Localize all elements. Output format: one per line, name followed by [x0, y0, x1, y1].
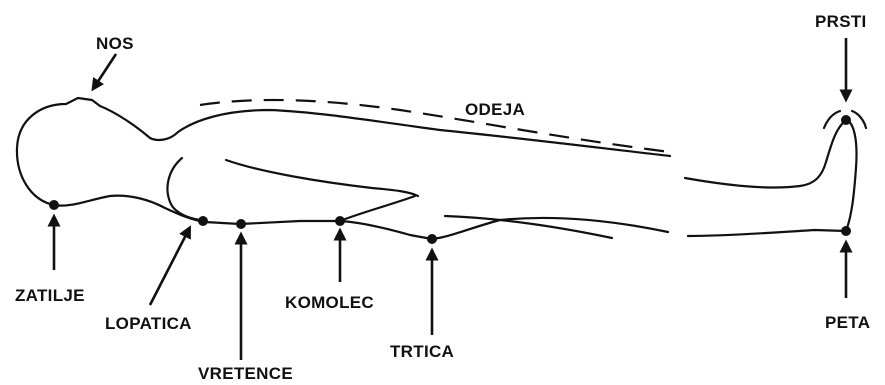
- label-zatilje: ZATILJE: [15, 286, 85, 306]
- point-prsti: [841, 115, 851, 125]
- label-odeja: ODEJA: [465, 100, 525, 120]
- arm-line: [226, 160, 418, 196]
- point-vretence: [236, 219, 246, 229]
- label-trtica: TRTICA: [390, 342, 454, 362]
- point-lopatica: [198, 216, 208, 226]
- arrow-lopatica: [150, 231, 188, 305]
- label-peta: PETA: [825, 313, 870, 333]
- point-peta: [841, 226, 851, 236]
- arrow-nos: [95, 54, 116, 86]
- label-lopatica: LOPATICA: [105, 314, 192, 334]
- point-komolec: [335, 216, 345, 226]
- head-outline: [17, 98, 670, 205]
- point-trtica: [427, 234, 437, 244]
- blanket-line: [200, 100, 670, 152]
- leg-upper-line: [685, 120, 846, 188]
- label-nos: NOS: [96, 34, 134, 54]
- toe-arc-left: [824, 111, 840, 128]
- label-prsti: PRSTI: [815, 12, 867, 32]
- point-zatilje: [49, 200, 59, 210]
- foot-line: [846, 120, 857, 231]
- label-komolec: KOMOLEC: [285, 293, 374, 313]
- forearm-line: [340, 196, 415, 221]
- label-vretence: VRETENCE: [198, 364, 293, 384]
- leg-lower-line: [688, 230, 846, 236]
- toe-arc-right: [852, 111, 866, 128]
- back-outline: [54, 196, 668, 239]
